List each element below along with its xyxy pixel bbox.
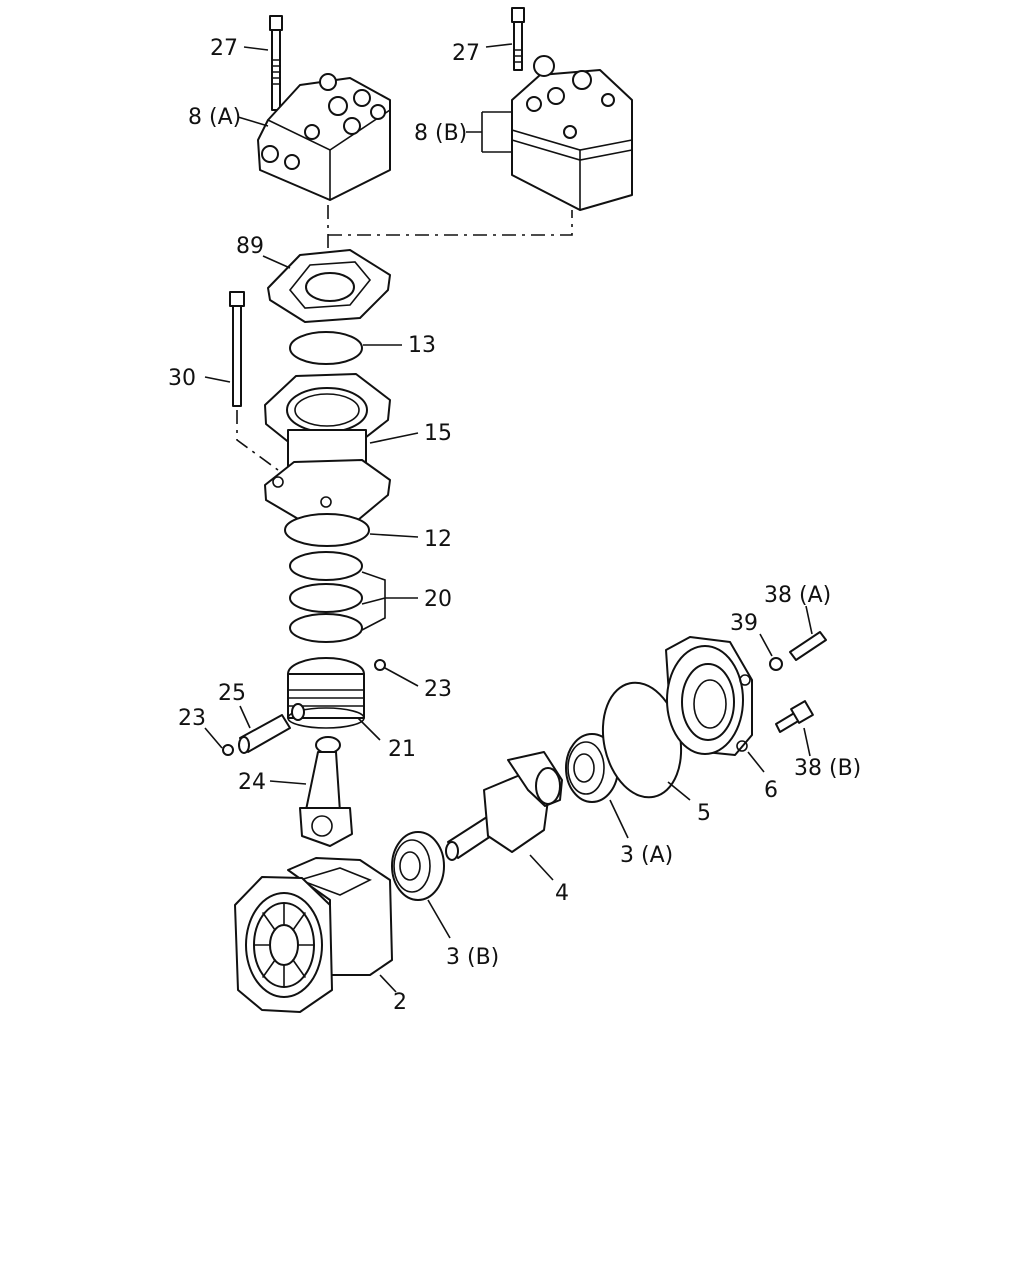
label-15: 15 [424, 421, 452, 446]
label-89: 89 [236, 234, 264, 259]
label-8b: 8 (B) [414, 121, 467, 146]
label-3b: 3 (B) [446, 945, 499, 970]
bearing-3b [391, 831, 445, 901]
gasket-ring-12 [284, 513, 370, 547]
label-6: 6 [764, 778, 778, 803]
label-20: 20 [424, 587, 452, 612]
end-cover-6 [665, 636, 753, 756]
gasket-89 [267, 249, 391, 323]
label-21: 21 [388, 737, 416, 762]
cylinder-head-8a [257, 73, 391, 201]
bolt-38b [775, 700, 814, 733]
label-23-right: 23 [424, 677, 452, 702]
leader-lines [204, 43, 813, 993]
label-12: 12 [424, 527, 452, 552]
label-5: 5 [697, 801, 711, 826]
label-4: 4 [555, 881, 569, 906]
bolt-27-left [269, 15, 283, 111]
label-38a: 38 (A) [764, 583, 831, 608]
alignment-line-30 [236, 410, 279, 471]
label-27-right: 27 [452, 41, 480, 66]
label-2: 2 [393, 990, 407, 1015]
cylinder-head-8b [511, 55, 633, 211]
label-13: 13 [408, 333, 436, 358]
clip-23-right [374, 659, 386, 671]
piston-rings-20 [289, 551, 363, 643]
part-labels: 27 8 (A) 27 8 (B) 89 13 30 15 12 20 23 2… [168, 36, 861, 1015]
bolt-30 [229, 291, 245, 407]
piston-21 [287, 657, 365, 729]
label-23-left: 23 [178, 706, 206, 731]
label-39: 39 [730, 611, 758, 636]
label-3a: 3 (A) [620, 843, 673, 868]
label-38b: 38 (B) [794, 756, 861, 781]
label-30: 30 [168, 366, 196, 391]
label-27-left: 27 [210, 36, 238, 61]
cylinder-15 [264, 373, 391, 521]
label-24: 24 [238, 770, 266, 795]
crankcase-2 [234, 857, 393, 1013]
bolt-27-right [511, 7, 525, 71]
connecting-rod-24 [299, 736, 353, 847]
o-ring-13 [289, 331, 363, 365]
label-8a: 8 (A) [188, 105, 241, 130]
label-25: 25 [218, 681, 246, 706]
clip-23-left [222, 744, 234, 756]
crankshaft-4 [445, 751, 563, 861]
piston-pin-25 [238, 714, 291, 754]
stud-38a [789, 631, 827, 661]
washer-39 [769, 657, 783, 671]
